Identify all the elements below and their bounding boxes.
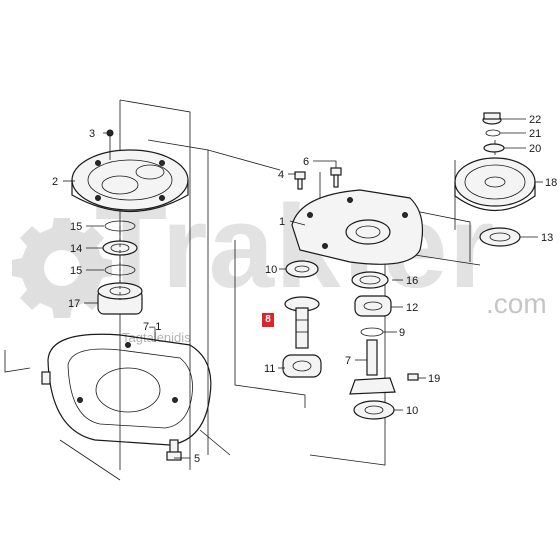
callout-16: 16 xyxy=(406,275,418,287)
callout-22: 22 xyxy=(529,114,541,126)
callout-6: 6 xyxy=(303,156,309,168)
callout-15-top: 15 xyxy=(70,221,82,233)
pulley-group xyxy=(454,112,536,247)
callout-5: 5 xyxy=(194,453,200,465)
callout-7: 7 xyxy=(345,355,351,367)
left-bearing-stack xyxy=(97,220,143,315)
callout-labels: 2 3 4 6 1 10 11 15 14 15 17 7–1 5 16 12 … xyxy=(52,114,557,465)
callout-14: 14 xyxy=(70,243,82,255)
callout-12: 12 xyxy=(406,302,418,314)
callout-2: 2 xyxy=(52,176,58,188)
callout-18: 18 xyxy=(545,177,557,189)
callout-20: 20 xyxy=(529,143,541,155)
highlighted-part-8[interactable]: 8 xyxy=(262,313,274,327)
callout-10-top: 10 xyxy=(265,264,277,276)
callout-10-bottom: 10 xyxy=(406,405,418,417)
center-shaft-assembly xyxy=(282,260,322,378)
gasket xyxy=(4,333,231,481)
callout-21: 21 xyxy=(529,128,541,140)
callout-1: 1 xyxy=(279,216,285,228)
callout-11: 11 xyxy=(264,363,275,375)
right-stack xyxy=(349,271,419,420)
bolt-5 xyxy=(166,439,182,461)
housing-cover xyxy=(71,129,189,213)
callout-3: 3 xyxy=(89,128,95,140)
callout-19: 19 xyxy=(428,373,440,385)
callout-17: 17 xyxy=(68,298,80,310)
callout-13: 13 xyxy=(541,232,553,244)
callout-4: 4 xyxy=(278,169,284,181)
main-housing xyxy=(291,189,423,265)
callout-9: 9 xyxy=(399,327,405,339)
callout-15-bottom: 15 xyxy=(70,265,82,277)
callout-7-1: 7–1 xyxy=(143,321,161,333)
bolts-4-6 xyxy=(294,167,342,190)
leader-lines xyxy=(63,118,543,459)
